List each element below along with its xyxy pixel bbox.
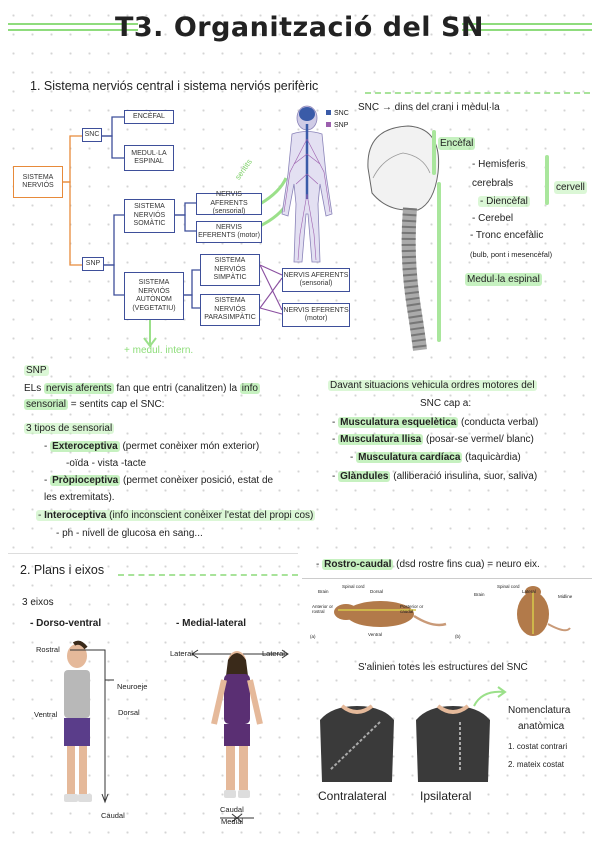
nomenclatura-item-1: 1. costat contrari	[508, 742, 568, 751]
motor-item-2: - Musculatura llisa (posar-se vermel/ bl…	[332, 434, 534, 445]
rat-figures-svg	[334, 586, 571, 636]
box-sistema-nervios: SISTEMA NERVIÓS	[13, 166, 63, 198]
snp-exteroceptiva-sub: -oïda - vista -tacte	[66, 458, 147, 469]
cervell-bracket	[545, 155, 549, 205]
motor-intro-2: SNC cap a:	[420, 398, 472, 409]
snp-exteroceptiva: - Exteroceptiva (permet conèixer món ext…	[44, 441, 260, 452]
snp-interoceptiva-sub: - ph - nivell de glucosa en sang...	[56, 528, 203, 539]
title-line-bottom-right	[462, 29, 592, 31]
box-simpatic: SISTEMA NERVIÓS SIMPÀTIC	[200, 254, 260, 286]
contralateral-label: Contralateral	[318, 789, 387, 803]
alinien-text: S'alinien totes les estructures del SNC	[358, 662, 528, 673]
snp-paragraph-1: ELs nervis aferents fan que entri (canal…	[24, 383, 260, 410]
box-encefal: ENCÈFAL	[124, 110, 174, 124]
dorso-ventral-label: - Dorso-ventral	[30, 618, 102, 629]
box-eferents-motor: NERVIS EFERENTS (motor)	[196, 221, 262, 243]
rat-label-brain: Brain	[318, 589, 329, 594]
snp-label: SNP	[24, 365, 49, 376]
box-snc: SNC	[82, 128, 102, 142]
nervous-system-diagram-lines	[62, 116, 290, 348]
section1-heading: 1. Sistema nerviós central i sistema ner…	[30, 79, 319, 93]
snp-propioceptiva-2: les extremitats).	[44, 492, 115, 503]
dorso-ventral-figure	[64, 640, 114, 804]
legend-snc: SNC	[326, 110, 349, 117]
rat-label-spinal2: Spinal cord	[497, 584, 520, 589]
box-medula: MEDUL·LA ESPINAL	[124, 145, 174, 171]
box-somatic: SISTEMA NERVIÓS SOMÀTIC	[124, 199, 175, 233]
label-ventral: Ventral	[34, 710, 58, 719]
label-neuroeje: Neuroeje	[117, 682, 148, 691]
box-aferents-2: NERVIS AFERENTS (sensorial)	[282, 268, 350, 292]
box-snp: SNP	[82, 257, 104, 271]
human-nervous-system-figure	[281, 105, 333, 263]
label-caudal-2: Caudal	[220, 805, 244, 814]
medula-bracket	[437, 182, 441, 342]
page-title: T3. Organització del SN	[114, 12, 485, 43]
label-lateral-right: Lateral	[262, 649, 285, 658]
snc-definition: SNC → dins del crani i mèdul·la	[358, 102, 500, 113]
section2-divider-left	[8, 553, 298, 554]
nomenclatura-arrow	[473, 686, 507, 707]
encefal-bracket	[432, 130, 436, 175]
label-rostral: Rostral	[36, 645, 60, 654]
nomenclatura-2: anatòmica	[518, 721, 565, 732]
motor-item-1: - Musculatura esquelètica (conducta verb…	[332, 417, 539, 428]
motor-intro-1: Davant situacions vehicula ordres motore…	[328, 380, 537, 391]
encefal-item-3: - Diencèfal	[478, 196, 530, 207]
contralateral-figure	[320, 704, 394, 782]
encefal-item-2: cerebrals	[472, 178, 514, 189]
label-lateral-left: Lateral	[170, 649, 193, 658]
rat-label-a: (a)	[310, 634, 316, 639]
medial-lateral-label: - Medial-lateral	[176, 618, 247, 629]
rat-label-brain2: Brain	[474, 592, 485, 597]
encefal-title: Encèfal	[438, 137, 476, 150]
title-line-bottom-left	[8, 29, 138, 31]
rat-label-dorsal: Dorsal	[370, 589, 384, 594]
snp-interoceptiva: - Interoceptiva (info inconscient conèix…	[36, 510, 316, 521]
rat-label-ventral: Ventral	[368, 632, 383, 637]
cervell-label: cervell	[554, 181, 587, 194]
section1-underline	[365, 92, 590, 94]
nomenclatura-item-2: 2. mateix costat	[508, 760, 565, 769]
section2-heading: 2. Plans i eixos	[20, 563, 105, 577]
legend-snp: SNP	[326, 122, 348, 129]
encefal-item-4: - Cerebel	[472, 213, 514, 224]
annotation-medul-intern: + medul. intern.	[124, 345, 194, 356]
rat-label-b: (b)	[455, 634, 461, 639]
title-line-top-right	[462, 23, 592, 25]
box-aferents-sensorial: NERVIS AFERENTS (sensorial)	[196, 191, 262, 215]
box-eferents-2: NERVIS EFERENTS (motor)	[282, 303, 350, 327]
box-parasimpatic: SISTEMA NERVIÓS PARASIMPÀTIC	[200, 294, 260, 326]
eixos-label: 3 eixos	[22, 597, 54, 608]
legend-snc-swatch	[326, 110, 331, 115]
rostro-underline	[302, 578, 592, 579]
rat-label-spinal: Spinal cord	[342, 584, 365, 589]
medula-title: Medul·la espinal	[465, 273, 542, 286]
legend-snp-swatch	[326, 122, 331, 127]
label-dorsal: Dorsal	[118, 708, 140, 717]
box-autonom: SISTEMA NERVIÓS AUTÒNOM (VEGETATIU)	[124, 272, 184, 320]
rat-label-lateral: Lateral	[522, 589, 536, 594]
rostro-caudal-line: - Rostro-caudal (dsd rostre fins cua) = …	[316, 559, 540, 570]
encefal-item-5: - Tronc encefàlic	[470, 230, 544, 241]
tronc-note: (bulb, pont i mesencèfal)	[470, 250, 553, 259]
snp-propioceptiva: - Pròpioceptiva (permet conèixer posició…	[44, 475, 274, 486]
rat-label-anterior: Anterior or rostral	[312, 604, 334, 614]
encefal-item-1: - Hemisferis	[472, 159, 526, 170]
medial-lateral-figure	[191, 649, 289, 823]
motor-item-4: - Glàndules (alliberació insulina, suor,…	[332, 471, 538, 482]
motor-item-3: - Musculatura cardíaca (taquicàrdia)	[350, 452, 521, 463]
rat-label-midline: Midline	[558, 594, 573, 599]
nomenclatura-1: Nomenclatura	[508, 705, 571, 716]
title-line-top-left	[8, 23, 138, 25]
rat-figures-panel	[308, 584, 593, 640]
rat-label-posterior: Posterior or caudal	[400, 604, 424, 614]
label-caudal: Caudal	[101, 811, 125, 820]
ipsilateral-figure	[416, 704, 490, 782]
section2-underline	[118, 574, 298, 576]
brain-spine-figure	[367, 125, 440, 351]
ipsilateral-label: Ipsilateral	[420, 789, 472, 803]
snp-tipos: 3 tipos de sensorial	[24, 423, 115, 434]
label-medial: Medial	[221, 817, 244, 826]
